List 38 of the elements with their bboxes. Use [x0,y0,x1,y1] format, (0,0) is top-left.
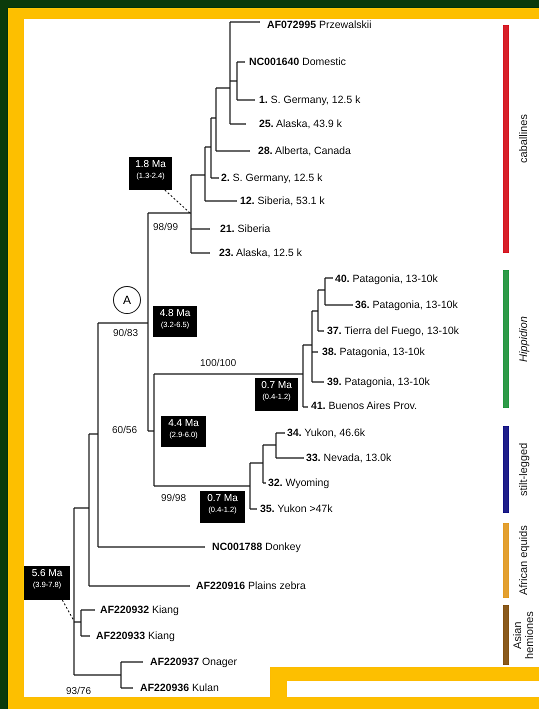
taxon-label: AF220933 Kiang [96,630,175,642]
taxon-label: AF220936 Kulan [140,682,219,694]
taxon-label: 1. S. Germany, 12.5 k [259,94,360,106]
taxon-label: 37. Tierra del Fuego, 13-10k [327,324,459,338]
support-value: 90/83 [113,328,138,340]
support-value: 93/76 [66,686,92,698]
taxon-label: AF072995 Przewalskii [267,18,372,32]
support-value: 98/99 [153,222,178,234]
taxon-label: 41. Buenos Aires Prov. [311,400,418,412]
taxon-label: NC001640 Domestic [249,56,346,68]
taxon-label: 39. Patagonia, 13-10k [327,376,430,388]
taxon-label: NC001788 Donkey [212,540,301,554]
taxon-label: 12. Siberia, 53.1 k [240,194,325,208]
clade-label: Hippidion [517,315,531,364]
support-value: 100/100 [200,358,236,370]
clade-label: African equids [517,524,531,598]
taxon-label: 34. Yukon, 46.6k [287,426,366,440]
taxon-label: 35. Yukon >47k [260,502,333,516]
taxon-label: 40. Patagonia, 13-10k [335,272,438,286]
taxon-label: AF220937 Onager [150,656,237,668]
taxon-label: 36. Patagonia, 13-10k [355,298,458,312]
taxon-label: 23. Alaska, 12.5 k [219,246,302,260]
taxon-label: 33. Nevada, 13.0k [306,452,392,464]
clade-label: Asian hemiones [511,610,537,661]
taxon-label: 28. Alberta, Canada [258,144,351,158]
support-value: 60/56 [112,424,138,436]
taxon-label: 38. Patagonia, 13-10k [322,346,425,358]
taxon-label: 32. Wyoming [268,476,330,490]
clade-label: stilt-legged [517,442,531,498]
taxon-label: AF220916 Plains zebra [196,580,306,592]
taxon-label: 21. Siberia [220,222,270,236]
support-value: 99/98 [161,492,186,504]
taxon-label: 2. S. Germany, 12.5 k [221,172,322,184]
leader-line [164,190,190,214]
leader-line [62,600,74,622]
clade-label: caballines [517,114,531,166]
taxon-label: 25. Alaska, 43.9 k [259,118,342,130]
taxon-label: AF220932 Kiang [100,604,179,616]
